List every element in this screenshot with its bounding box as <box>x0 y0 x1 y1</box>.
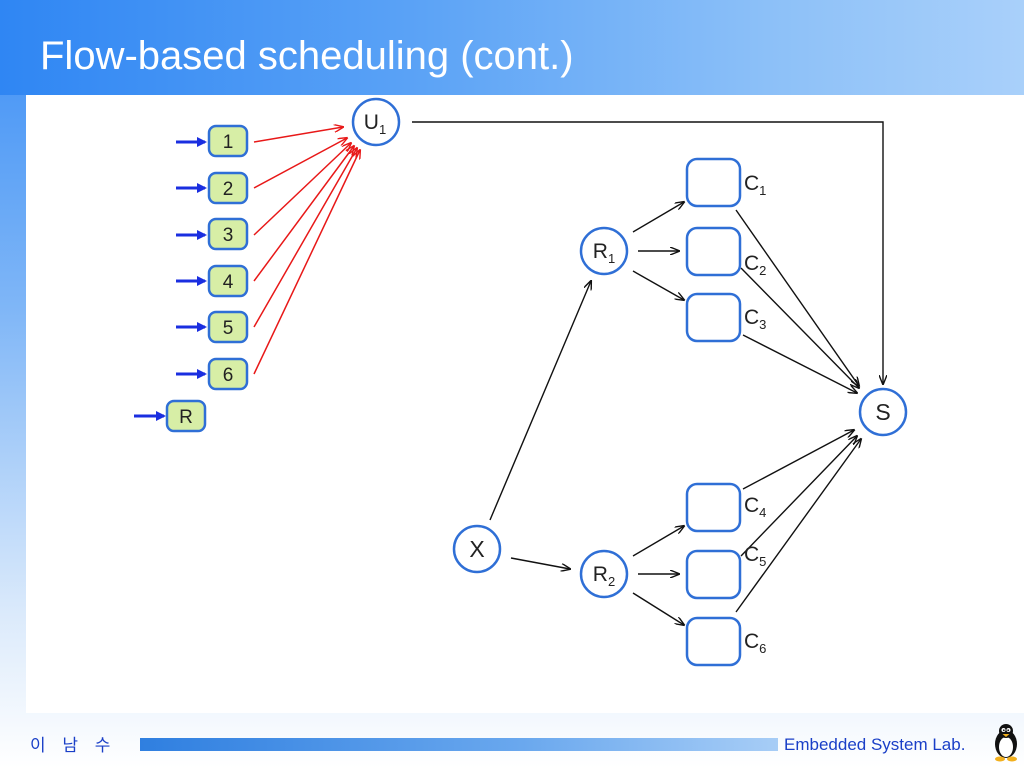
node-u1: U1 <box>351 97 401 147</box>
red-arrow <box>253 127 343 143</box>
queue-label: 2 <box>223 179 234 200</box>
consumer-labels: C1 C2 C3 C4 C5 C6 <box>744 172 766 656</box>
x-to-r2-arrow <box>510 557 570 569</box>
c3-to-s-arrow <box>742 334 857 393</box>
queue-box-r: R <box>165 399 207 433</box>
x-to-r1-arrow <box>489 281 591 521</box>
u1-to-s-arrow <box>412 121 883 384</box>
red-arrow <box>253 148 357 328</box>
c2-label: C2 <box>744 252 766 278</box>
c2-to-s-arrow <box>740 267 859 388</box>
c3-box <box>685 292 742 343</box>
lab-name: Embedded System Lab. <box>784 735 966 754</box>
c5-box <box>685 549 742 600</box>
node-r2: R2 <box>579 549 629 599</box>
queue-label: 1 <box>223 132 234 153</box>
red-arrow <box>253 146 354 282</box>
svg-text:S: S <box>875 399 890 425</box>
c6-to-s-arrow <box>735 439 861 613</box>
c1-to-s-arrow <box>735 209 859 386</box>
c3-label: C3 <box>744 306 766 332</box>
queue-label: 4 <box>223 272 234 293</box>
title-band <box>0 0 1024 95</box>
flow-arrows <box>412 121 883 625</box>
r1-to-c1-arrow <box>632 202 684 233</box>
node-x: X <box>452 524 502 574</box>
c6-label: C6 <box>744 630 766 656</box>
queue-box-6: 6 <box>207 357 249 391</box>
node-s: S <box>858 387 908 437</box>
input-queues: 1 2 3 4 5 6 R <box>165 124 249 433</box>
queue-box-1: 1 <box>207 124 249 158</box>
queue-label: 3 <box>223 225 234 246</box>
queue-label: 6 <box>223 365 234 386</box>
c1-box <box>685 157 742 208</box>
author-name: 이 남 수 <box>30 736 117 755</box>
queue-box-5: 5 <box>207 310 249 344</box>
r2-to-c4-arrow <box>632 526 684 557</box>
node-r1: R1 <box>579 226 629 276</box>
queue-to-u1-arrows <box>253 127 360 375</box>
c4-box <box>685 482 742 533</box>
consumer-boxes <box>685 157 742 667</box>
c2-box <box>685 226 742 277</box>
queue-label: 5 <box>223 318 234 339</box>
slide-title: Flow-based scheduling (cont.) <box>40 34 574 78</box>
c6-box <box>685 616 742 667</box>
svg-text:U1: U1 <box>364 111 386 137</box>
c4-to-s-arrow <box>742 430 854 490</box>
queue-box-3: 3 <box>207 217 249 251</box>
svg-text:R1: R1 <box>593 240 615 266</box>
footer-bar <box>140 738 778 751</box>
queue-box-2: 2 <box>207 171 249 205</box>
r1-to-c3-arrow <box>632 270 684 300</box>
input-arrows <box>134 137 207 421</box>
c5-label: C5 <box>744 543 766 569</box>
c4-label: C4 <box>744 494 766 520</box>
r2-to-c6-arrow <box>632 592 684 625</box>
queue-label: R <box>179 407 193 428</box>
penguin-logo-icon <box>995 724 1017 762</box>
red-arrow <box>253 138 347 189</box>
queue-box-4: 4 <box>207 264 249 298</box>
svg-text:X: X <box>469 536 484 562</box>
svg-text:R2: R2 <box>593 563 615 589</box>
circle-nodes: U1 R1 X R2 S <box>351 97 908 599</box>
red-arrow <box>253 143 351 236</box>
c5-to-s-arrow <box>740 436 857 557</box>
red-arrow <box>253 150 360 375</box>
c1-label: C1 <box>744 172 766 198</box>
